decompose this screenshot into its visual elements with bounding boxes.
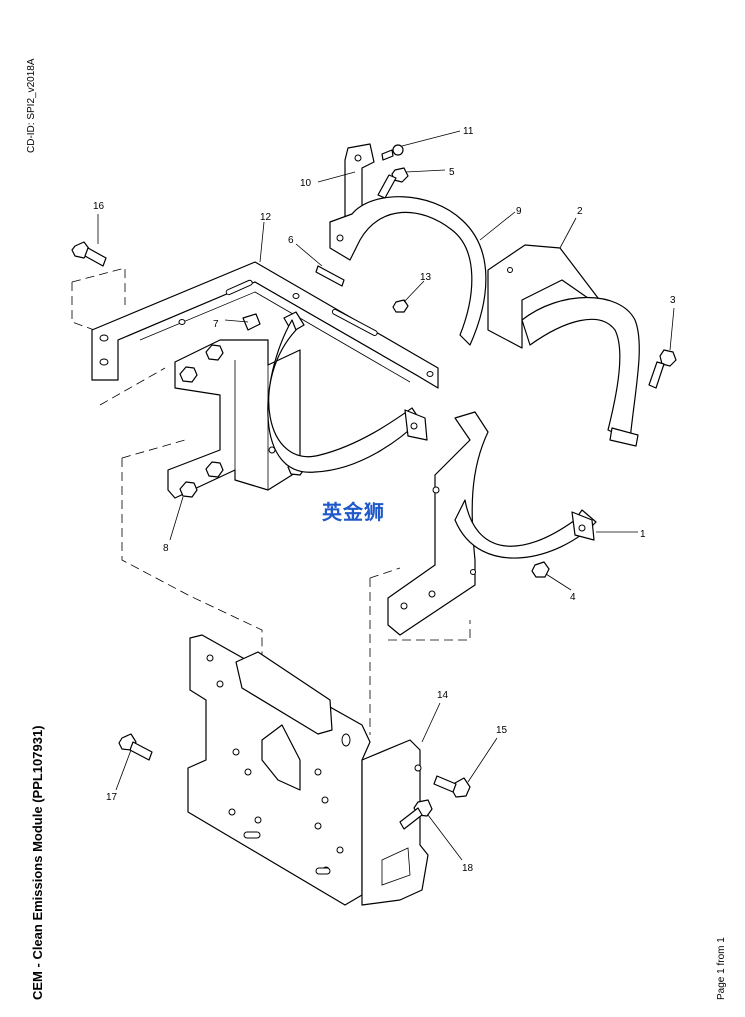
part-18-bolt [399, 799, 433, 830]
part-17-bolt [118, 733, 153, 761]
callout-17: 17 [106, 792, 118, 803]
alignment-lines [71, 267, 471, 735]
callout-2: 2 [577, 206, 583, 217]
callout-6: 6 [288, 235, 294, 246]
left-strap [267, 319, 428, 473]
part-3-bolt [648, 349, 677, 389]
callout-12: 12 [260, 212, 272, 223]
part-5-bolt [377, 167, 409, 199]
part-15-bolt [433, 775, 471, 798]
callout-4: 4 [570, 592, 576, 603]
part-12-rail [91, 261, 439, 389]
callout-3: 3 [670, 295, 676, 306]
callout-1: 1 [640, 529, 646, 540]
callout-15: 15 [496, 725, 508, 736]
watermark-logo: 英金狮 [322, 500, 385, 524]
part-4-nut [531, 561, 550, 578]
callout-8: 8 [163, 543, 169, 554]
part-8-bracket [167, 339, 306, 499]
part-7-clip-nut [242, 311, 305, 333]
callout-numbers: 1 2 3 4 5 6 7 8 9 10 11 12 13 14 15 16 1… [93, 126, 676, 874]
part-14-plate [187, 634, 429, 906]
part-9-strap [329, 196, 487, 346]
callout-14: 14 [437, 690, 449, 701]
part-6-pin [315, 265, 345, 287]
callout-5: 5 [449, 167, 455, 178]
callout-10: 10 [300, 178, 312, 189]
callout-7: 7 [213, 319, 219, 330]
callout-9: 9 [516, 206, 522, 217]
callout-18: 18 [462, 863, 474, 874]
part-13-nut [392, 299, 409, 313]
callout-13: 13 [420, 272, 432, 283]
callout-16: 16 [93, 201, 105, 212]
leader-lines [97, 130, 675, 861]
part-2-holder [487, 244, 640, 447]
part-1-lower-bracket [387, 411, 597, 636]
callout-11: 11 [463, 126, 474, 137]
part-10-bracket [344, 143, 375, 226]
part-11-screw [381, 144, 404, 161]
part-16-bolt [71, 241, 107, 267]
